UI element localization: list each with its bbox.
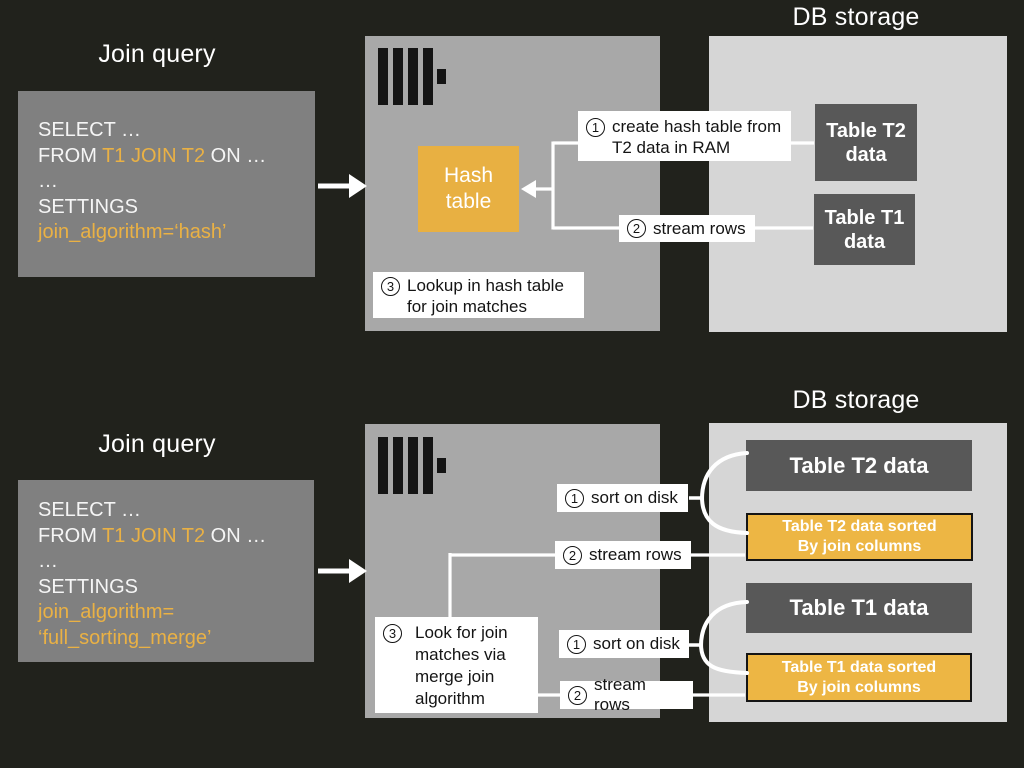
step-2-badge: 2 (563, 545, 582, 565)
bottom-join-query-title: Join query (98, 430, 216, 458)
code-highlight: T1 JOIN T2 (102, 144, 206, 167)
code-line: join_algorithm= (38, 600, 314, 626)
code-line: ‘full_sorting_merge’ (38, 626, 314, 652)
code-line: SETTINGS (38, 195, 139, 218)
code-line: SETTINGS (38, 575, 139, 598)
code-line: SELECT … (38, 119, 141, 141)
table-t1-data-box: Table T1 data (814, 194, 915, 265)
code-line: … (38, 550, 58, 572)
table-t2-data-box: Table T2 data (815, 104, 917, 181)
annotation-sort-on-disk-t1: 1 sort on disk (559, 630, 689, 658)
code-highlight: T1 JOIN T2 (102, 524, 206, 547)
top-db-storage-title: DB storage (792, 3, 920, 31)
annotation-lookup-hash-table: 3 Lookup in hash table for join matches (373, 272, 584, 318)
code-highlight: ‘full_sorting_merge’ (38, 626, 212, 649)
step-1-badge: 1 (565, 488, 584, 508)
step-1-badge: 1 (586, 118, 605, 137)
step-3-badge: 3 (381, 277, 400, 296)
code-line: FROM T1 JOIN T2 ON … (38, 524, 267, 547)
annotation-stream-rows-t2: 2 stream rows (555, 541, 691, 569)
table-t2-data-box: Table T2 data (746, 440, 972, 491)
annotation-stream-rows: 2 stream rows (619, 215, 755, 242)
top-query-code: SELECT … FROM T1 JOIN T2 ON … … SETTINGS… (18, 91, 315, 246)
table-t2-sorted-box: Table T2 data sorted By join columns (746, 513, 973, 561)
annotation-create-hash-table: 1 create hash table from T2 data in RAM (578, 111, 791, 161)
table-t1-data-box: Table T1 data (746, 583, 972, 633)
top-query-box: SELECT … FROM T1 JOIN T2 ON … … SETTINGS… (18, 91, 315, 277)
bottom-query-box: SELECT … FROM T1 JOIN T2 ON … … SETTINGS… (18, 480, 314, 662)
code-line: SELECT … (38, 499, 141, 521)
code-line: join_algorithm=‘hash’ (38, 220, 315, 246)
hash-table-box: Hash table (418, 146, 519, 232)
table-t1-sorted-box: Table T1 data sorted By join columns (746, 653, 972, 702)
annotation-sort-on-disk-t2: 1 sort on disk (557, 484, 688, 512)
step-2-badge: 2 (568, 685, 587, 705)
step-2-badge: 2 (627, 219, 646, 238)
bottom-query-code: SELECT … FROM T1 JOIN T2 ON … … SETTINGS… (18, 480, 314, 651)
code-line: FROM T1 JOIN T2 ON … (38, 144, 267, 167)
step-3-badge: 3 (383, 624, 402, 643)
bottom-db-storage-title: DB storage (792, 386, 920, 414)
code-highlight: join_algorithm=‘hash’ (38, 221, 227, 243)
top-db-storage-panel: Table T2 data Table T1 data (709, 36, 1007, 332)
annotation-merge-join: 3 Look for join matches via merge join a… (375, 617, 538, 713)
clickhouse-logo-icon (378, 48, 446, 105)
step-1-badge: 1 (567, 634, 586, 654)
code-line: … (38, 170, 58, 192)
code-highlight: join_algorithm= (38, 601, 175, 623)
top-join-query-title: Join query (98, 40, 216, 68)
bottom-db-storage-panel: Table T2 data Table T2 data sorted By jo… (709, 423, 1007, 722)
clickhouse-logo-icon (378, 437, 446, 494)
annotation-stream-rows-t1: 2 stream rows (560, 675, 693, 714)
